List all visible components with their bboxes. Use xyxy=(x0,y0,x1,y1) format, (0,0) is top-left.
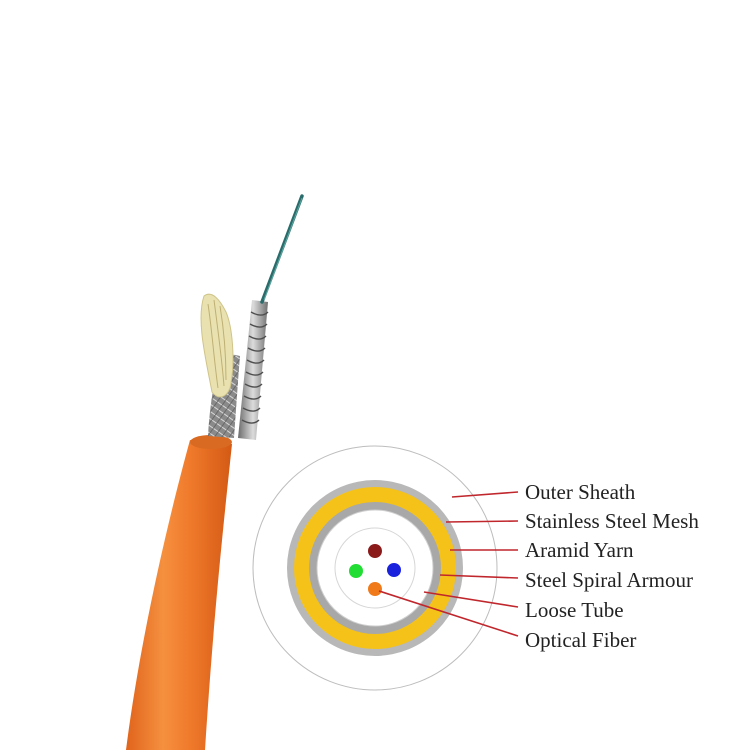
label-steel-spiral-armour: Steel Spiral Armour xyxy=(525,568,693,592)
cross-section xyxy=(252,445,498,691)
stripped-cable xyxy=(126,194,304,750)
inner-tube-ring xyxy=(334,527,416,609)
label-aramid-yarn: Aramid Yarn xyxy=(525,538,634,562)
cable-jacket xyxy=(126,440,232,750)
leader-steel-spiral-armour xyxy=(439,574,519,579)
label-stainless-steel-mesh: Stainless Steel Mesh xyxy=(525,509,699,533)
leader-optical-fiber xyxy=(378,590,519,637)
leader-outer-sheath xyxy=(451,491,519,498)
steel-spiral-armour-body xyxy=(238,300,268,440)
label-loose-tube: Loose Tube xyxy=(525,598,624,622)
fiber-red xyxy=(368,544,382,558)
label-outer-sheath: Outer Sheath xyxy=(525,480,636,504)
aramid-yarn-tuft xyxy=(200,293,234,398)
fiber-orange xyxy=(368,582,382,596)
optical-fiber-strand xyxy=(260,194,304,304)
leader-loose-tube xyxy=(423,591,519,608)
cable-jacket-end xyxy=(190,435,232,449)
fiber-blue xyxy=(387,563,401,577)
optical-fiber-highlight xyxy=(263,197,303,301)
leader-lines xyxy=(378,491,519,637)
leader-stainless-steel-mesh xyxy=(445,520,519,523)
aramid-yarn-fibers xyxy=(207,299,227,389)
legend-labels: Outer Sheath Stainless Steel Mesh Aramid… xyxy=(525,480,699,652)
label-optical-fiber: Optical Fiber xyxy=(525,628,636,652)
fiber-green xyxy=(349,564,363,578)
steel-spiral-coils xyxy=(241,311,269,424)
